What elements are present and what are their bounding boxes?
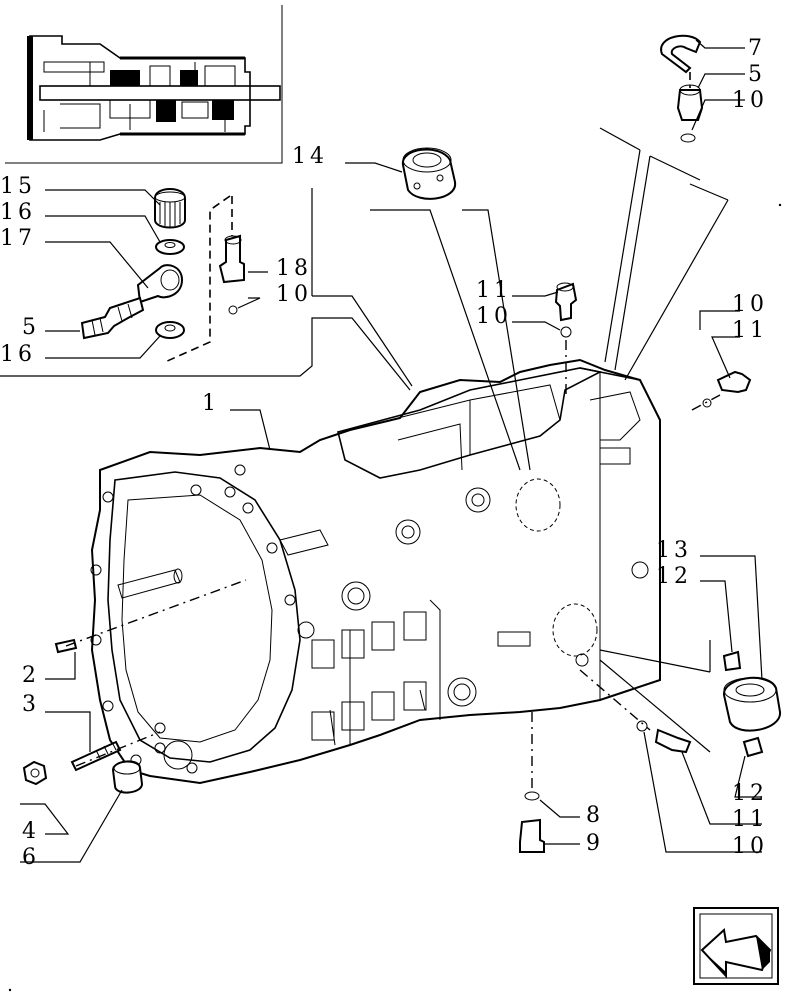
label-11-lower: 11 — [732, 807, 768, 832]
bolt-icon — [554, 282, 578, 338]
nut-icon — [22, 760, 48, 786]
banjo-fitting-icon — [136, 264, 184, 304]
washer-icon — [155, 239, 185, 255]
label-9: 9 — [586, 831, 604, 856]
knob-icon — [154, 188, 186, 229]
bushing-icon — [401, 147, 457, 200]
label-18: 18 — [276, 256, 312, 281]
label-2: 2 — [22, 663, 40, 688]
label-5: 5 — [22, 315, 40, 340]
label-13: 13 — [656, 538, 692, 563]
label-12-lower: 12 — [732, 781, 768, 806]
label-3: 3 — [22, 692, 40, 717]
sensor-icon — [218, 234, 245, 315]
label-1: 1 — [202, 391, 220, 416]
set-screw-icon — [722, 650, 764, 758]
label-6: 6 — [22, 845, 40, 870]
plug-icon — [676, 84, 704, 143]
label-10-top: 10 — [732, 88, 768, 113]
cap-icon — [111, 760, 144, 794]
plug-bottom-icon — [519, 791, 545, 853]
label-11-right: 11 — [732, 318, 768, 343]
label-16-lower: 16 — [0, 342, 36, 367]
label-11-top: 11 — [476, 278, 512, 303]
transmission-housing — [90, 358, 661, 785]
hose-fitting-icon — [80, 296, 145, 340]
assembly-lines — [65, 72, 721, 792]
label-7: 7 — [748, 36, 766, 61]
bolt-lower-icon — [636, 720, 692, 754]
callout-labels: 15 16 17 5 16 14 18 10 7 5 10 11 10 10 1… — [0, 36, 768, 870]
label-12: 12 — [656, 564, 692, 589]
bolt-right-icon — [702, 370, 752, 408]
label-10-mid: 10 — [476, 304, 512, 329]
transmission-thumbnail-icon[interactable] — [5, 5, 283, 164]
label-10-lower: 10 — [732, 834, 768, 859]
clip-icon — [660, 34, 702, 74]
ring-bushing-icon — [723, 676, 782, 732]
label-10-left: 10 — [276, 282, 312, 307]
label-10-right: 10 — [732, 292, 768, 317]
label-14: 14 — [292, 144, 328, 169]
label-8: 8 — [586, 803, 604, 828]
label-15: 15 — [0, 174, 36, 199]
label-17: 17 — [0, 226, 36, 251]
stud-icon — [70, 740, 122, 772]
label-4: 4 — [22, 819, 40, 844]
back-arrow-icon[interactable] — [693, 907, 779, 985]
label-5-top: 5 — [748, 62, 766, 87]
washer-lower-icon — [155, 321, 185, 339]
label-16: 16 — [0, 200, 36, 225]
leader-lines — [0, 39, 763, 863]
